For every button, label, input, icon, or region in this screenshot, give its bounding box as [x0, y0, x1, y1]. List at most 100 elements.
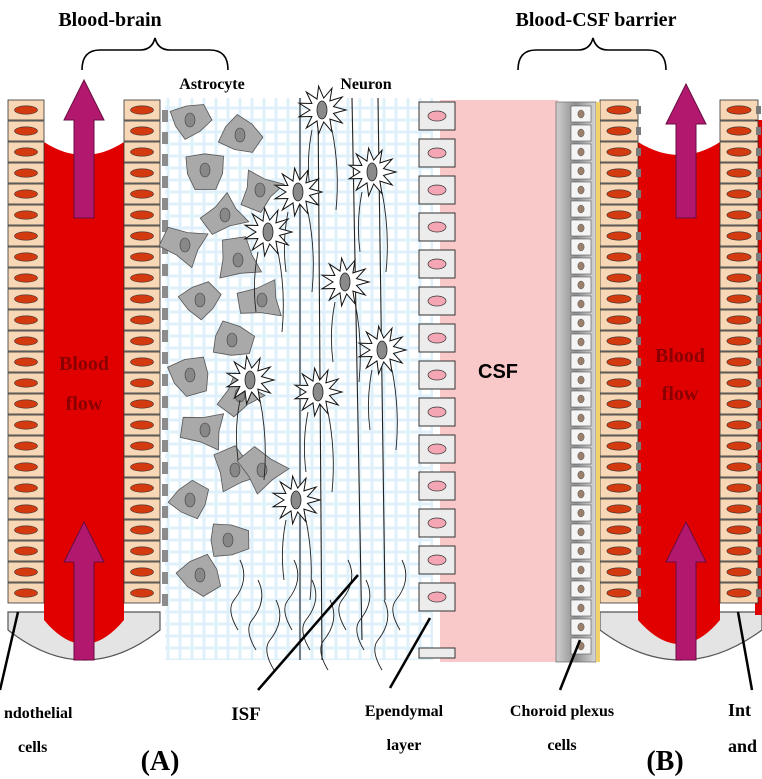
cell-nucleus: [726, 504, 752, 514]
cell-nucleus: [130, 525, 154, 535]
neuron-nucleus: [244, 370, 256, 390]
choroid-nucleus: [577, 166, 585, 176]
cell-nucleus: [606, 378, 632, 388]
cell-nucleus: [606, 273, 632, 283]
cell-nucleus: [14, 525, 38, 535]
tight-junction: [636, 484, 641, 492]
cell-nucleus: [606, 441, 632, 451]
cell-nucleus: [130, 147, 154, 157]
cell-nucleus: [14, 588, 38, 598]
panel-label-a: (A): [141, 746, 180, 777]
vessel-b-lumen: [638, 142, 720, 644]
tight-junction: [636, 505, 641, 513]
choroid-nucleus: [577, 337, 585, 347]
cell-nucleus: [726, 189, 752, 199]
dendrite: [303, 411, 334, 493]
choroid-nucleus: [577, 432, 585, 442]
choroid-nucleus: [577, 261, 585, 271]
choroid-nucleus: [577, 489, 585, 499]
neuron-nucleus: [292, 182, 304, 202]
vessel-b-outer-blood: [755, 120, 762, 615]
cell-nucleus: [726, 546, 752, 556]
ependymal-cell: [418, 323, 456, 353]
tight-junction: [756, 463, 761, 471]
basement-membrane-segment: [162, 308, 168, 320]
cell-nucleus: [130, 420, 154, 430]
cell-nucleus: [726, 567, 752, 577]
neuron-nucleus: [262, 222, 274, 242]
tight-junction: [756, 211, 761, 219]
label-astrocyte: Astrocyte: [179, 76, 244, 93]
cell-nucleus: [130, 378, 154, 388]
tight-junction: [756, 148, 761, 156]
choroid-nucleus: [577, 147, 585, 157]
tight-junction: [636, 232, 641, 240]
cell-nucleus: [14, 462, 38, 472]
astrocyte-nucleus: [184, 367, 196, 383]
cell-nucleus: [606, 126, 632, 136]
neural-process: [356, 579, 371, 651]
astrocyte-nucleus: [179, 237, 191, 253]
choroid-nucleus: [577, 242, 585, 252]
choroid-nucleus: [577, 394, 585, 404]
choroid-basement-membrane: [596, 102, 600, 662]
choroid-nucleus: [577, 508, 585, 518]
cell-nucleus: [130, 210, 154, 220]
dendrite: [330, 301, 361, 383]
astrocyte-nucleus: [199, 162, 211, 178]
cell-nucleus: [14, 441, 38, 451]
cell-nucleus: [726, 378, 752, 388]
cell-nucleus: [606, 588, 632, 598]
ependymal-nucleus: [427, 258, 447, 270]
astrocyte-nucleus: [219, 207, 231, 223]
astrocyte-nucleus: [254, 182, 266, 198]
basement-membrane-segment: [162, 352, 168, 364]
basement-membrane-segment: [162, 550, 168, 562]
neuron-nucleus: [376, 340, 388, 360]
neuron-nucleus: [366, 162, 378, 182]
neural-process: [284, 559, 299, 631]
tight-junction: [636, 190, 641, 198]
leader-int: [736, 611, 754, 691]
astrocyte-nucleus: [256, 292, 268, 308]
astrocyte-nucleus: [232, 252, 244, 268]
basement-membrane-segment: [162, 462, 168, 474]
cell-nucleus: [726, 483, 752, 493]
neural-process: [320, 599, 335, 671]
cell-nucleus: [14, 189, 38, 199]
label-endothelial-2: cells: [18, 739, 47, 756]
basement-membrane-segment: [162, 396, 168, 408]
ependymal-nucleus: [427, 295, 447, 307]
cell-nucleus: [14, 336, 38, 346]
cell-nucleus: [606, 147, 632, 157]
ependymal-nucleus: [427, 147, 447, 159]
cell-nucleus: [130, 546, 154, 556]
cell-nucleus: [726, 525, 752, 535]
choroid-nucleus: [577, 185, 585, 195]
vessel-a-lumen: [44, 142, 124, 644]
blood-flow-arrow: [63, 520, 105, 661]
choroid-plexus-cells: [570, 105, 592, 655]
cell-nucleus: [14, 210, 38, 220]
choroid-nucleus: [577, 128, 585, 138]
cell-nucleus: [606, 105, 632, 115]
choroid-nucleus: [577, 413, 585, 423]
tight-junction: [756, 127, 761, 135]
cell-nucleus: [606, 231, 632, 241]
choroid-nucleus: [577, 603, 585, 613]
tight-junction: [756, 442, 761, 450]
cell-nucleus: [606, 336, 632, 346]
brace-left: [81, 37, 229, 71]
basement-membrane-segment: [162, 418, 168, 430]
cell-nucleus: [606, 168, 632, 178]
cell-nucleus: [14, 126, 38, 136]
tight-junction: [756, 169, 761, 177]
cell-nucleus: [14, 399, 38, 409]
tight-junction: [636, 358, 641, 366]
neural-process: [248, 579, 263, 651]
choroid-nucleus: [577, 565, 585, 575]
basement-membrane-segment: [162, 176, 168, 188]
tight-junction: [636, 547, 641, 555]
choroid-nucleus: [577, 584, 585, 594]
